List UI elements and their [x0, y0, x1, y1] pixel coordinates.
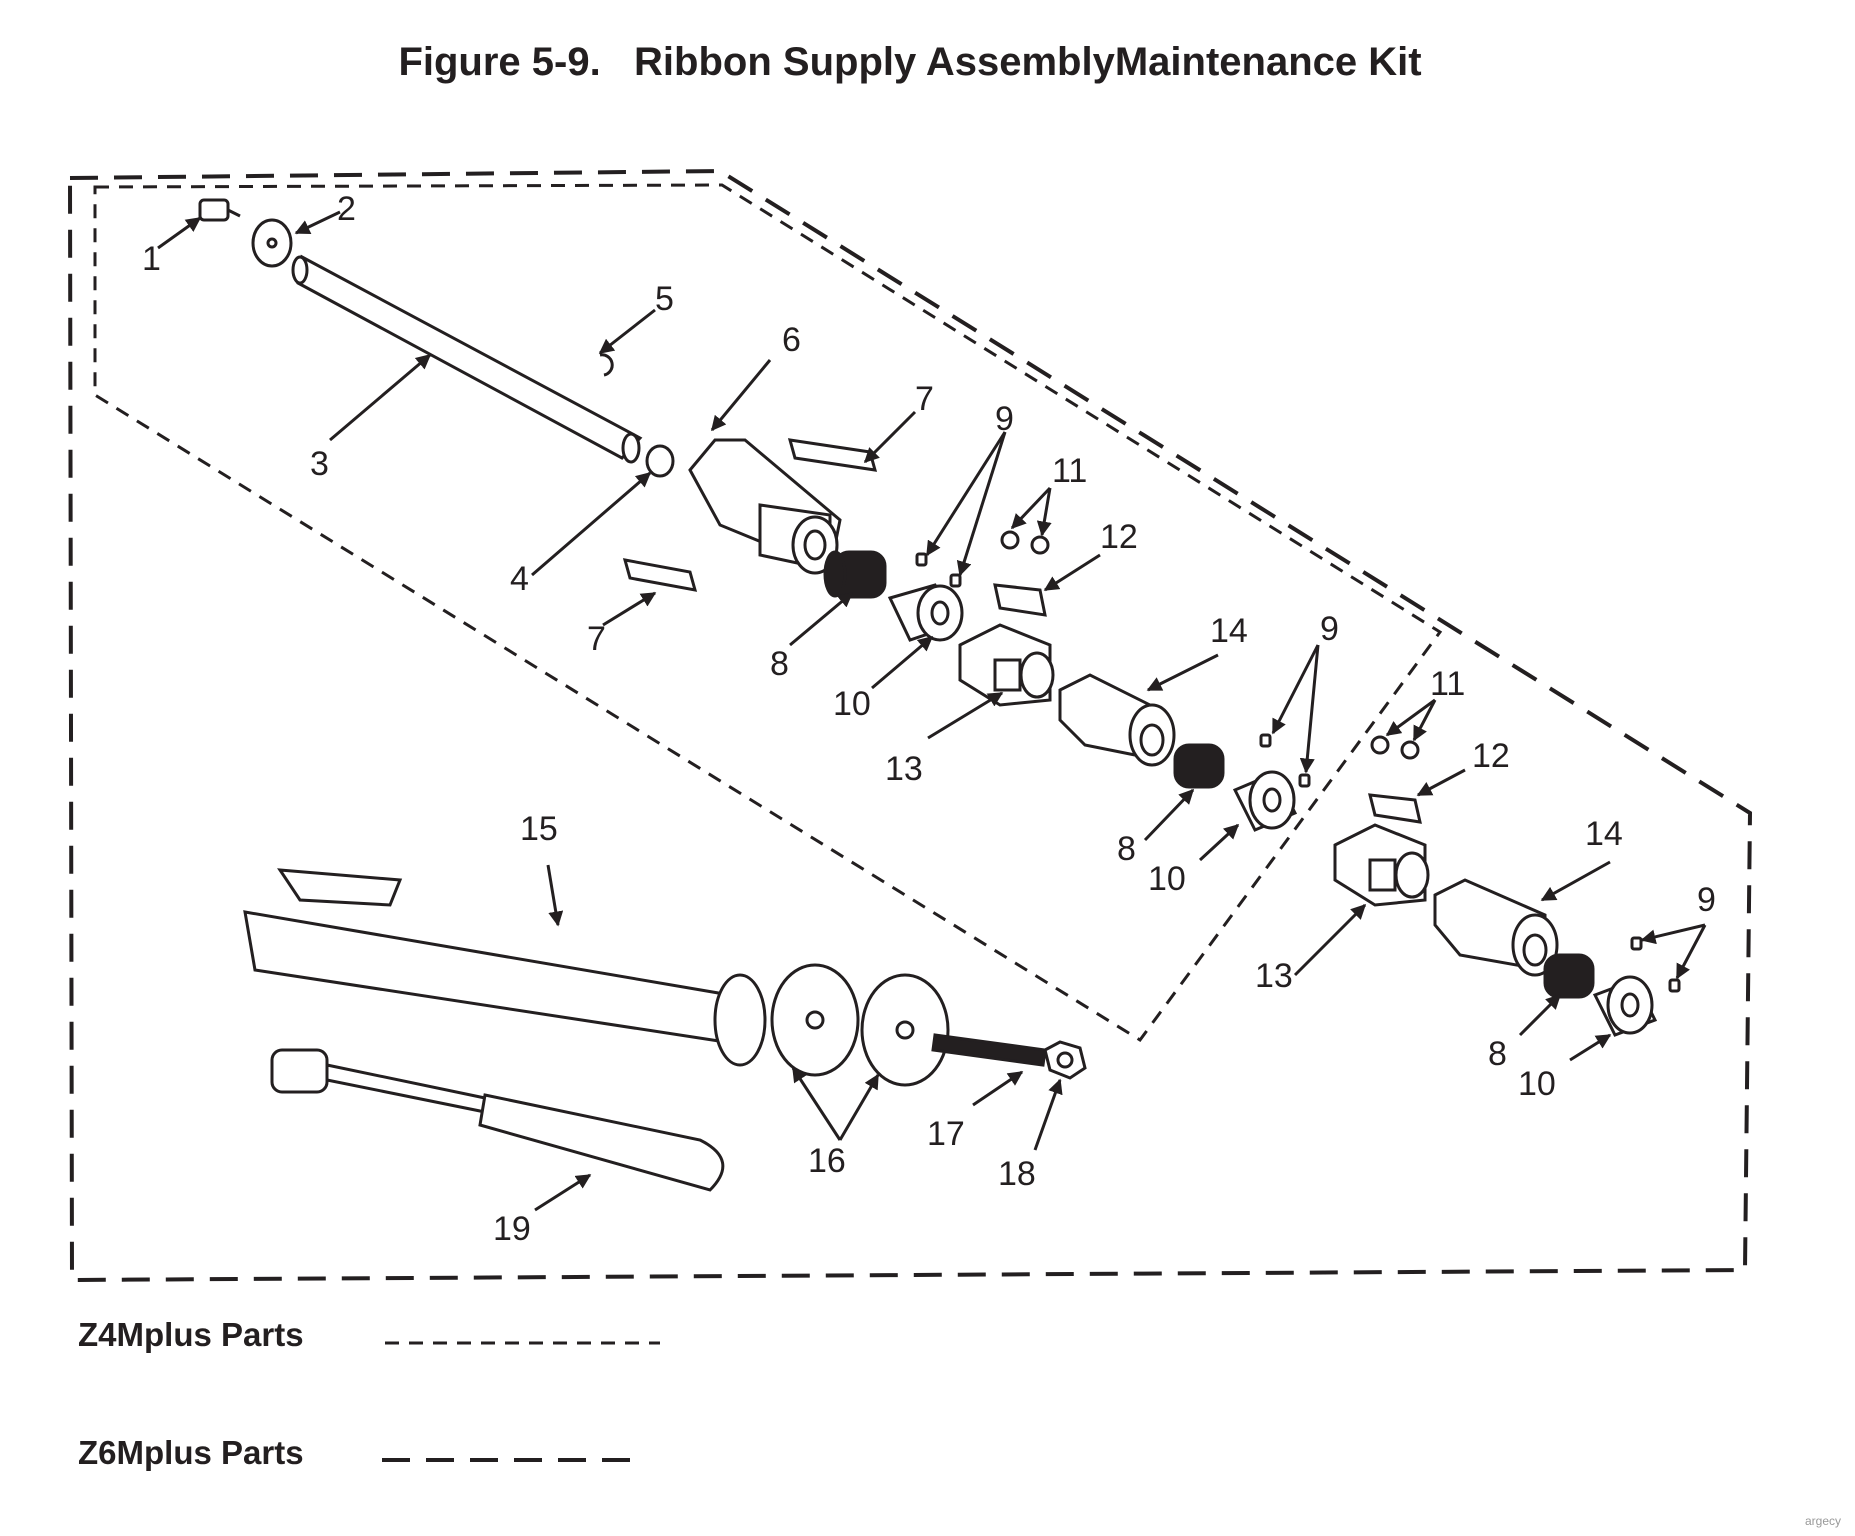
callout-5: 5: [655, 280, 674, 318]
part-12-plate-upper: [993, 583, 1047, 617]
part-1-screw: [198, 198, 241, 222]
callout-1: 1: [142, 240, 161, 278]
part-3-shaft: [291, 254, 643, 464]
part-9-set-screw-lower-a: [1630, 936, 1643, 951]
callout-13-lower: 13: [1255, 957, 1293, 995]
part-4-ring: [645, 444, 675, 478]
part-15-core-tube: [243, 868, 767, 1067]
part-10-collar-middle: [1232, 770, 1298, 832]
part-11-screw-upper-b: [1030, 535, 1050, 555]
callout-14-lower: 14: [1585, 815, 1623, 853]
part-16-disc-a: [770, 963, 860, 1077]
callout-17: 17: [927, 1115, 965, 1153]
figure-title: Figure 5-9. Ribbon Supply AssemblyMainte…: [398, 40, 1422, 84]
callout-7-upper: 7: [915, 380, 934, 418]
part-10-collar-lower: [1592, 975, 1658, 1037]
callout-9-middle: 9: [1320, 610, 1339, 648]
part-18-nut: [1043, 1040, 1087, 1080]
callout-8-lower: 8: [1488, 1035, 1507, 1073]
callout-3: 3: [310, 445, 329, 483]
part-2-washer: [251, 218, 293, 268]
part-9-set-screw-upper-a: [915, 552, 928, 567]
part-17-threaded-rod: [931, 1033, 1047, 1067]
part-6-front-hub: [688, 438, 842, 575]
part-9-set-screw-middle-a: [1259, 733, 1272, 748]
callout-13-upper: 13: [885, 750, 923, 788]
part-13-clutch-body-lower: [1333, 823, 1430, 907]
part-19-nut-driver: [270, 1048, 725, 1192]
callout-11-lower: 11: [1430, 665, 1465, 703]
part-11-screw-lower-b: [1400, 740, 1420, 760]
part-9-set-screw-lower-b: [1668, 978, 1681, 993]
part-7-clip-upper: [787, 438, 878, 472]
part-7-clip-lower: [622, 558, 698, 592]
part-13-clutch-body-upper: [958, 623, 1055, 707]
part-8-spring-upper: [823, 550, 887, 599]
watermark: argecy: [1804, 1514, 1841, 1528]
callout-10-lower: 10: [1518, 1065, 1556, 1103]
legend-z4-label: Z4Mplus Parts: [78, 1316, 304, 1353]
part-14-cover-upper: [1058, 673, 1176, 767]
part-5-e-ring: [599, 353, 614, 377]
part-10-collar-upper: [887, 583, 964, 642]
callout-14-upper: 14: [1210, 612, 1248, 650]
part-14-cover-lower: [1433, 878, 1559, 977]
callout-2: 2: [337, 190, 356, 228]
callout-6: 6: [782, 321, 801, 359]
callout-12-lower: 12: [1472, 737, 1510, 775]
part-11-screw-upper-a: [1000, 530, 1020, 550]
part-9-set-screw-middle-b: [1298, 773, 1311, 788]
part-11-screw-lower-a: [1370, 735, 1390, 755]
callout-7-lower: 7: [587, 620, 606, 658]
leader-lines: [157, 210, 1707, 1212]
callout-8-upper: 8: [770, 645, 789, 683]
callout-15: 15: [520, 810, 558, 848]
callout-19: 19: [493, 1210, 531, 1248]
callout-9-lower: 9: [1697, 881, 1716, 919]
part-12-plate-lower: [1368, 793, 1422, 824]
z6-boundary: [67, 168, 1753, 1283]
z4-boundary: [93, 183, 1443, 1043]
part-16-disc-b: [860, 973, 950, 1087]
callout-10-middle: 10: [1148, 860, 1186, 898]
part-8-spring-lower: [1543, 953, 1595, 999]
callout-12-upper: 12: [1100, 518, 1138, 556]
legend-z6-label: Z6Mplus Parts: [78, 1434, 304, 1471]
part-9-set-screw-upper-b: [949, 573, 962, 588]
callout-4: 4: [510, 560, 529, 598]
callout-18: 18: [998, 1155, 1036, 1193]
callout-16: 16: [808, 1142, 846, 1180]
callout-11-upper: 11: [1052, 452, 1087, 490]
part-8-spring-middle: [1173, 743, 1225, 789]
callout-9-upper: 9: [995, 400, 1014, 438]
callout-8-middle: 8: [1117, 830, 1136, 868]
callout-10-upper: 10: [833, 685, 871, 723]
